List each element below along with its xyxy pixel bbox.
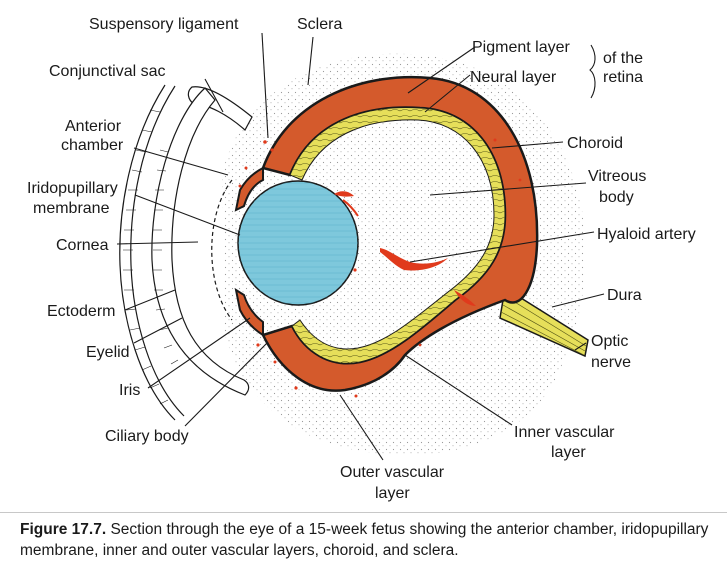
label-inner-vascular-layer: layer xyxy=(551,444,586,461)
caption-text: Section through the eye of a 15-week fet… xyxy=(20,521,709,559)
vessel-top xyxy=(334,191,354,197)
label-body: body xyxy=(599,189,634,206)
label-vitreous: Vitreous xyxy=(588,168,646,185)
label-optic: Optic xyxy=(591,333,628,350)
optic-nerve-fibers xyxy=(500,295,587,356)
label-conjunctival-sac: Conjunctival sac xyxy=(49,63,166,80)
outer-vascular-dots xyxy=(238,138,522,398)
label-iridopupillary: Iridopupillary xyxy=(27,180,118,197)
vessel-upper-right xyxy=(342,199,359,217)
label-anterior: Anterior xyxy=(65,118,122,135)
label-dura: Dura xyxy=(607,287,642,304)
label-ectoderm: Ectoderm xyxy=(47,303,115,320)
label-sclera: Sclera xyxy=(297,16,342,33)
vessel-lower xyxy=(454,290,476,306)
hyaloid-artery xyxy=(380,248,448,271)
conjunctival-loop xyxy=(151,87,250,396)
ectoderm-inner xyxy=(130,85,185,417)
label-membrane: membrane xyxy=(33,200,110,217)
iris-upper xyxy=(234,166,264,212)
label-hyaloid-artery: Hyaloid artery xyxy=(597,226,696,243)
label-cornea: Cornea xyxy=(56,237,109,254)
label-of-the: of the xyxy=(603,50,643,67)
eyelid-hatching xyxy=(153,149,179,365)
label-neural-layer: Neural layer xyxy=(470,69,557,86)
neural-layer-fibers xyxy=(290,107,505,364)
caption-divider xyxy=(0,512,727,513)
figure-caption: Figure 17.7. Section through the eye of … xyxy=(20,519,715,561)
label-ciliary-body: Ciliary body xyxy=(105,428,189,445)
leader-lines xyxy=(116,32,605,461)
label-suspensory-ligament: Suspensory ligament xyxy=(89,16,239,33)
label-chamber: chamber xyxy=(61,137,124,154)
cornea-line xyxy=(211,179,233,321)
label-iris: Iris xyxy=(119,382,140,399)
lens-texture xyxy=(238,181,358,305)
caption-figure-number: Figure 17.7. xyxy=(20,521,107,538)
ectoderm-hatching xyxy=(123,109,169,405)
label-nerve: nerve xyxy=(591,354,631,371)
label-retina: retina xyxy=(603,69,643,86)
label-outer-vascular-layer: layer xyxy=(375,485,410,502)
ectoderm-outer xyxy=(119,84,176,421)
label-choroid: Choroid xyxy=(567,135,623,152)
label-pigment-layer: Pigment layer xyxy=(472,39,570,56)
eye-diagram: Suspensory ligament Sclera Pigment layer… xyxy=(27,16,696,502)
label-eyelid: Eyelid xyxy=(86,344,130,361)
label-inner-vascular: Inner vascular xyxy=(514,424,615,441)
label-outer-vascular: Outer vascular xyxy=(340,464,445,481)
optic-nerve-shape xyxy=(499,286,589,358)
iris-lower xyxy=(234,287,264,337)
